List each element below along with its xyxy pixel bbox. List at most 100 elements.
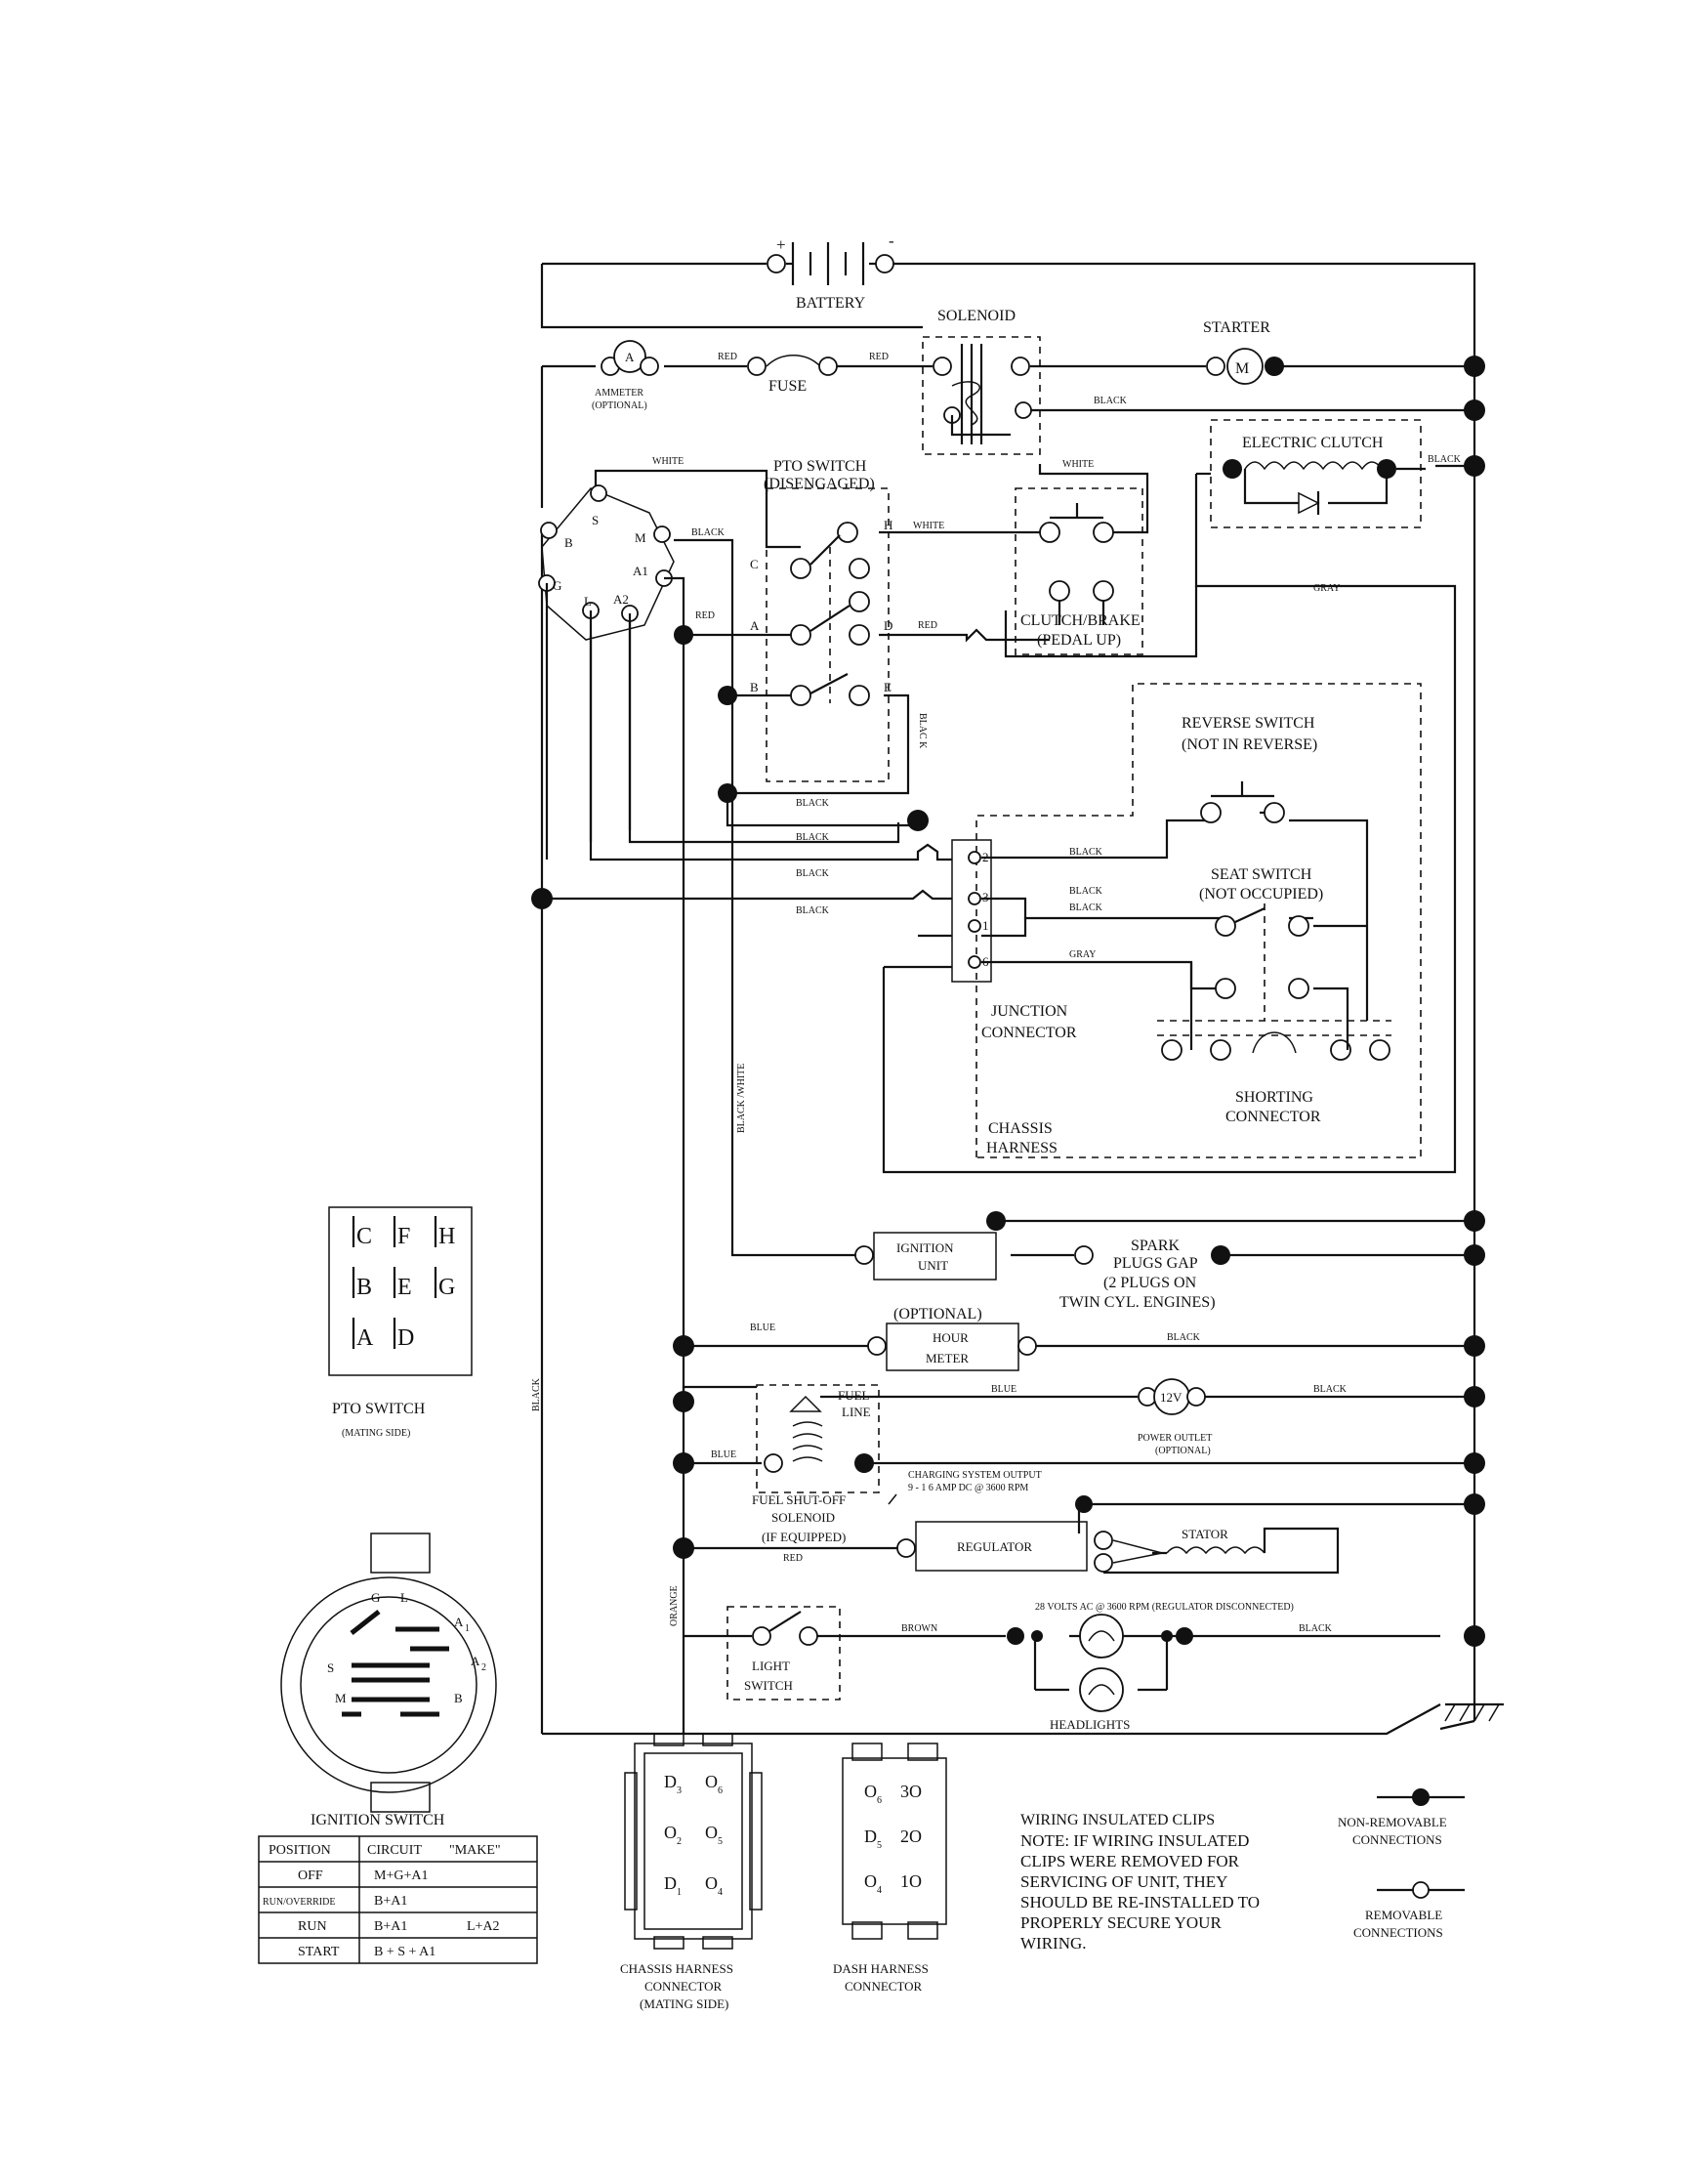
- headlights-label: HEADLIGHTS: [1050, 1717, 1130, 1732]
- hour-meter: (OPTIONAL) HOUR METER: [867, 1306, 1037, 1371]
- dash-conn-label-1: DASH HARNESS: [833, 1961, 929, 1976]
- starter-label: STARTER: [1203, 319, 1270, 336]
- connection-dots: [531, 356, 1485, 1647]
- fuel-shutoff-solenoid: FUEL LINE FUEL SHUT-OFF SOLENOID (IF EQU…: [752, 1384, 880, 1544]
- solenoid-label: SOLENOID: [937, 308, 1016, 324]
- volts-ac-label: 28 VOLTS AC @ 3600 RPM (REGULATOR DISCON…: [1035, 1602, 1294, 1613]
- wire-black-8: BLACK: [1069, 847, 1103, 858]
- wire-black-9: BLACK: [1069, 886, 1103, 897]
- ignition-table-make: L+A2: [467, 1919, 500, 1934]
- pto-disengaged-label: (DISENGAGED): [764, 476, 875, 492]
- wire-red-2: RED: [869, 352, 889, 362]
- spark-label-1: SPARK: [1131, 1238, 1181, 1254]
- ignition-switch-schematic: S M B G L A1 A2: [538, 484, 685, 860]
- chassis-pin-left-num: 1: [677, 1887, 682, 1898]
- power-outlet-label: POWER OUTLET: [1138, 1433, 1212, 1444]
- ignition-table-header: "MAKE": [449, 1843, 501, 1858]
- chassis-conn-label-1: CHASSIS HARNESS: [620, 1961, 733, 1976]
- dash-pin-left-num: 6: [877, 1795, 882, 1806]
- ignition-table-header: POSITION: [269, 1843, 331, 1858]
- legend-removable-1: REMOVABLE: [1365, 1908, 1442, 1922]
- wiring-note: WIRING INSULATED CLIPS NOTE: IF WIRING I…: [1020, 1812, 1260, 1953]
- junction-pin-2: 2: [982, 850, 989, 864]
- ignition-table-circuit: B + S + A1: [374, 1945, 436, 1959]
- wire-orange: ORANGE: [669, 1585, 680, 1626]
- dash-pin-left: O: [864, 1871, 877, 1891]
- shorting-connector-label: CONNECTOR: [1225, 1109, 1321, 1125]
- junction-pin-6: 6: [982, 954, 989, 969]
- wire-black-3: BLACK: [691, 527, 726, 538]
- pto-switch-schematic: PTO SWITCH (DISENGAGED) C H A D B E: [750, 458, 892, 782]
- pto-terminal-h: H: [884, 518, 892, 532]
- chassis-label: CHASSIS: [988, 1120, 1053, 1137]
- ign-face-a2: A: [471, 1654, 480, 1668]
- legend: NON-REMOVABLE CONNECTIONS REMOVABLE CONN…: [1338, 1788, 1465, 1940]
- wire-blue-3: BLUE: [711, 1449, 736, 1460]
- regulator-label: REGULATOR: [957, 1539, 1032, 1554]
- dash-pin-left: D: [864, 1827, 877, 1846]
- wire-black-11: BLACK: [1167, 1332, 1201, 1343]
- chassis-pin-right: O: [705, 1823, 718, 1842]
- wire-white-2: WHITE: [1062, 459, 1094, 470]
- ammeter-optional-label: (OPTIONAL): [592, 400, 647, 411]
- power-outlet-optional: (OPTIONAL): [1155, 1446, 1211, 1456]
- wire-black-7: BLACK: [796, 905, 830, 916]
- wire-brown: BROWN: [901, 1623, 937, 1634]
- harness-label: HARNESS: [986, 1140, 1058, 1156]
- note-line: SERVICING OF UNIT, THEY: [1020, 1872, 1227, 1891]
- ign-face-a1-sub: 1: [465, 1623, 470, 1634]
- pto-terminal-a: A: [750, 618, 760, 633]
- fuel-line-label-1: FUEL: [838, 1388, 870, 1403]
- battery: + - BATTERY: [767, 231, 894, 312]
- wire-black-14: BLACK: [531, 1377, 542, 1411]
- starter: M STARTER: [1203, 319, 1284, 385]
- wire-black-13: BLACK: [1299, 1623, 1333, 1634]
- ammeter-label: AMMETER: [595, 388, 643, 399]
- headlights: HEADLIGHTS: [1007, 1614, 1193, 1732]
- clutch-brake-switch: CLUTCH/BRAKE (PEDAL UP): [1015, 487, 1143, 655]
- ign-terminal-b: B: [564, 535, 573, 550]
- junction-connector-label: CONNECTOR: [981, 1025, 1077, 1041]
- wire-white-1: WHITE: [652, 456, 684, 467]
- shorting-label: SHORTING: [1235, 1089, 1313, 1106]
- chassis-pin-left-num: 2: [677, 1836, 682, 1847]
- power-outlet: 12V POWER OUTLET (OPTIONAL): [1138, 1378, 1212, 1456]
- ign-face-a2-sub: 2: [481, 1662, 486, 1673]
- spark-label-3: (2 PLUGS ON: [1103, 1275, 1197, 1291]
- wire-gray-1: GRAY: [1313, 583, 1340, 594]
- hour-meter-optional-label: (OPTIONAL): [893, 1306, 982, 1323]
- chassis-conn-label-2: CONNECTOR: [644, 1979, 723, 1994]
- pto-terminal-b: B: [750, 680, 759, 694]
- chassis-pin-right: O: [705, 1772, 718, 1791]
- power-outlet-12v: 12V: [1160, 1390, 1182, 1405]
- ignition-unit: IGNITION UNIT SPARK PLUGS GAP (2 PLUGS O…: [854, 1211, 1230, 1311]
- charging-label-2: 9 - 1 6 AMP DC @ 3600 RPM: [908, 1483, 1028, 1493]
- stator-label: STATOR: [1182, 1527, 1228, 1541]
- note-line: CLIPS WERE REMOVED FOR: [1020, 1852, 1240, 1870]
- wire-black-4: BLACK: [796, 798, 830, 809]
- ign-face-g: G: [371, 1590, 380, 1605]
- ignition-table-position: RUN/OVERRIDE: [263, 1897, 335, 1908]
- note-line: NOTE: IF WIRING INSULATED: [1020, 1831, 1249, 1850]
- junction-pin-3: 3: [982, 890, 989, 904]
- wire-black-12: BLACK: [1313, 1384, 1348, 1395]
- wire-blue-1: BLUE: [750, 1323, 775, 1333]
- pto-mating-label-2: (MATING SIDE): [342, 1428, 410, 1439]
- chassis-pin-left-num: 3: [677, 1785, 682, 1796]
- pto-mating-pin-a: A: [356, 1325, 374, 1351]
- note-title: WIRING INSULATED CLIPS: [1020, 1812, 1215, 1828]
- dash-pin-right: 1O: [900, 1871, 922, 1891]
- wire-black-2: BLACK: [1428, 454, 1462, 465]
- pto-terminal-e: E: [884, 680, 892, 694]
- ignition-table-circuit: B+A1: [374, 1894, 407, 1909]
- ignition-switch-label: IGNITION SWITCH: [311, 1812, 445, 1828]
- pto-mating-pin-b: B: [356, 1275, 372, 1300]
- dash-pin-left-num: 4: [877, 1885, 882, 1896]
- ign-terminal-m: M: [635, 530, 646, 545]
- pto-terminal-c: C: [750, 557, 759, 571]
- ignition-table-position: START: [298, 1945, 340, 1959]
- ignition-unit-label-2: UNIT: [918, 1258, 948, 1273]
- ignition-unit-label-1: IGNITION: [896, 1240, 954, 1255]
- regulator: CHARGING SYSTEM OUTPUT 9 - 1 6 AMP DC @ …: [888, 1470, 1340, 1613]
